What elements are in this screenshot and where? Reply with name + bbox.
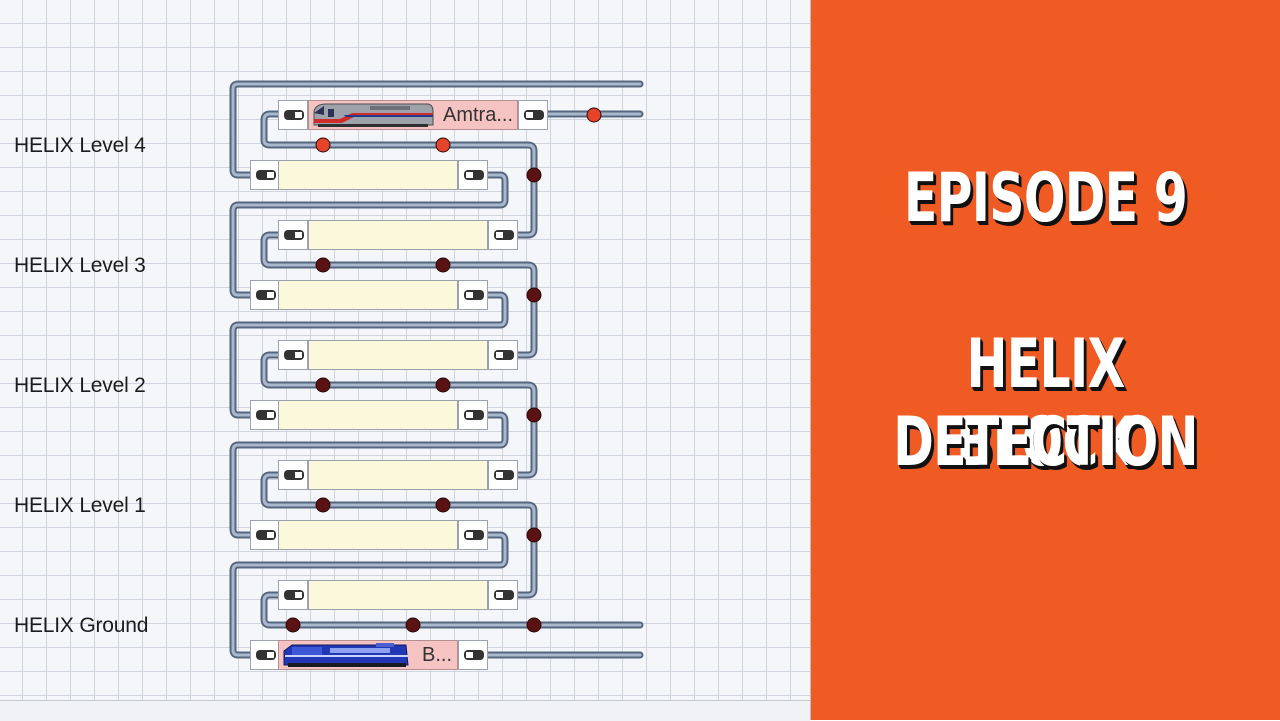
block-end-sensor-icon[interactable] bbox=[278, 580, 308, 610]
block-end-sensor-icon[interactable] bbox=[458, 160, 488, 190]
helix-block-level1-down[interactable] bbox=[278, 520, 458, 550]
episode-number: EPISODE 9 bbox=[903, 159, 1188, 238]
blue-locomotive-icon[interactable] bbox=[280, 641, 412, 669]
block-end-sensor-icon[interactable] bbox=[458, 640, 488, 670]
sensor-active[interactable] bbox=[435, 137, 451, 153]
train-name-label: Amtra... bbox=[443, 104, 514, 126]
block-end-sensor-icon[interactable] bbox=[488, 220, 518, 250]
level-label-4: HELIX Level 4 bbox=[14, 134, 146, 157]
helix-block-level3-up[interactable] bbox=[308, 220, 488, 250]
episode-title-card: EPISODE 9 HELIX BLOCK DETECTION bbox=[811, 0, 1280, 720]
level-label-ground: HELIX Ground bbox=[14, 614, 149, 637]
block-end-sensor-icon[interactable] bbox=[250, 640, 280, 670]
level-label-1: HELIX Level 1 bbox=[14, 494, 146, 517]
sensor[interactable] bbox=[435, 257, 451, 273]
block-end-sensor-icon[interactable] bbox=[488, 580, 518, 610]
sensor[interactable] bbox=[315, 497, 331, 513]
level-label-3: HELIX Level 3 bbox=[14, 254, 146, 277]
sensor[interactable] bbox=[315, 377, 331, 393]
episode-title-line2: DETECTION bbox=[893, 403, 1198, 482]
panel-footer-strip bbox=[0, 700, 810, 721]
block-end-sensor-icon[interactable] bbox=[250, 280, 280, 310]
helix-block-level4-down[interactable] bbox=[278, 160, 458, 190]
helix-block-level1-up[interactable] bbox=[308, 460, 488, 490]
block-end-sensor-icon[interactable] bbox=[488, 460, 518, 490]
block-end-sensor-icon[interactable] bbox=[250, 160, 280, 190]
track-layout bbox=[229, 80, 644, 659]
sensor[interactable] bbox=[285, 617, 301, 633]
block-end-sensor-icon[interactable] bbox=[250, 400, 280, 430]
block-end-sensor-icon[interactable] bbox=[488, 340, 518, 370]
block-end-sensor-icon[interactable] bbox=[278, 220, 308, 250]
block-end-sensor-icon[interactable] bbox=[250, 520, 280, 550]
block-end-sensor-icon[interactable] bbox=[278, 460, 308, 490]
helix-block-level2-up[interactable] bbox=[308, 340, 488, 370]
track-diagram-panel: HELIX Level 4 HELIX Level 3 HELIX Level … bbox=[0, 0, 811, 720]
sensor-active[interactable] bbox=[586, 107, 602, 123]
episode-title-line1: HELIX BLOCK bbox=[956, 325, 1135, 482]
sensor[interactable] bbox=[526, 407, 542, 423]
amtrak-locomotive-icon[interactable] bbox=[310, 101, 436, 129]
sensor[interactable] bbox=[526, 287, 542, 303]
sensor[interactable] bbox=[526, 167, 542, 183]
block-end-sensor-icon[interactable] bbox=[278, 100, 308, 130]
helix-block-level3-down[interactable] bbox=[278, 280, 458, 310]
sensor[interactable] bbox=[526, 617, 542, 633]
block-end-sensor-icon[interactable] bbox=[458, 280, 488, 310]
block-end-sensor-icon[interactable] bbox=[458, 520, 488, 550]
sensor-active[interactable] bbox=[315, 137, 331, 153]
helix-block-level2-down[interactable] bbox=[278, 400, 458, 430]
sensor[interactable] bbox=[526, 527, 542, 543]
helix-block-ground-up[interactable] bbox=[308, 580, 488, 610]
train-name-label: B... bbox=[422, 644, 453, 666]
sensor[interactable] bbox=[315, 257, 331, 273]
sensor[interactable] bbox=[405, 617, 421, 633]
level-label-2: HELIX Level 2 bbox=[14, 374, 146, 397]
block-end-sensor-icon[interactable] bbox=[518, 100, 548, 130]
block-end-sensor-icon[interactable] bbox=[458, 400, 488, 430]
sensor[interactable] bbox=[435, 377, 451, 393]
block-end-sensor-icon[interactable] bbox=[278, 340, 308, 370]
sensor[interactable] bbox=[435, 497, 451, 513]
